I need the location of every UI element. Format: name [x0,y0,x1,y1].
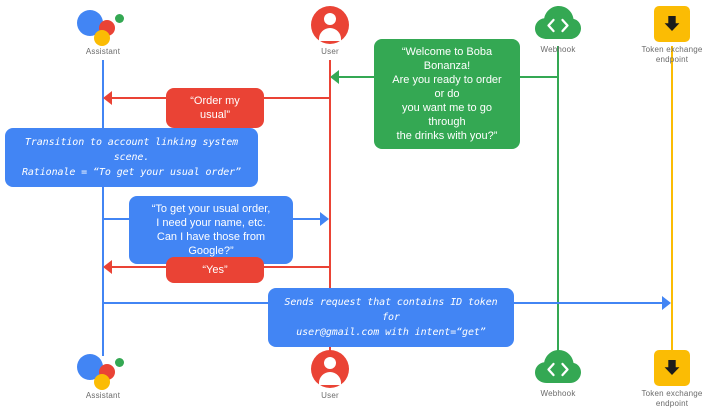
note-transition-account-linking: Transition to account linking system sce… [5,128,258,187]
actor-assistant-bottom: Assistant [43,350,163,401]
actor-label-webhook: Webhook [540,45,576,54]
actor-token-endpoint-bottom: Token exchange endpoint [612,350,725,409]
message-bubble-welcome: “Welcome to Boba Bonanza! Are you ready … [374,39,520,149]
actor-label-assistant: Assistant [85,47,121,56]
arrow-head-need-name [320,212,329,226]
user-avatar-icon [311,350,349,388]
actor-label-user: User [321,391,339,400]
cloud-code-icon [535,6,581,42]
actor-label-assistant: Assistant [85,391,121,400]
actor-assistant-top: Assistant [43,6,163,57]
actor-webhook-top: Webhook [498,6,618,55]
user-avatar-icon [311,6,349,44]
download-box-icon [654,350,690,386]
arrow-head-yes [103,260,112,274]
actor-user-bottom: User [270,350,390,401]
actor-label-user: User [321,47,339,56]
download-box-icon [654,6,690,42]
actor-webhook-bottom: Webhook [498,350,618,399]
arrow-head-send-id-token [662,296,671,310]
note-send-id-token: Sends request that contains ID token for… [268,288,514,347]
message-bubble-yes: “Yes” [166,257,264,283]
message-bubble-need-name: “To get your usual order, I need your na… [129,196,293,264]
message-bubble-order-my-usual: “Order my usual” [166,88,264,128]
google-assistant-icon [77,6,129,46]
actor-label-token-endpoint: Token exchange endpoint [641,389,703,408]
lifeline-token-endpoint [671,46,673,356]
cloud-code-icon [535,350,581,386]
actor-user-top: User [270,6,390,57]
arrow-head-welcome [330,70,339,84]
google-assistant-icon [77,350,129,390]
lifeline-webhook [557,46,559,356]
actor-label-token-endpoint: Token exchange endpoint [641,45,703,64]
actor-label-webhook: Webhook [540,389,576,398]
actor-token-endpoint-top: Token exchange endpoint [612,6,725,65]
arrow-head-order-my-usual [103,91,112,105]
lifeline-user [329,60,331,356]
lifeline-assistant [102,60,104,356]
